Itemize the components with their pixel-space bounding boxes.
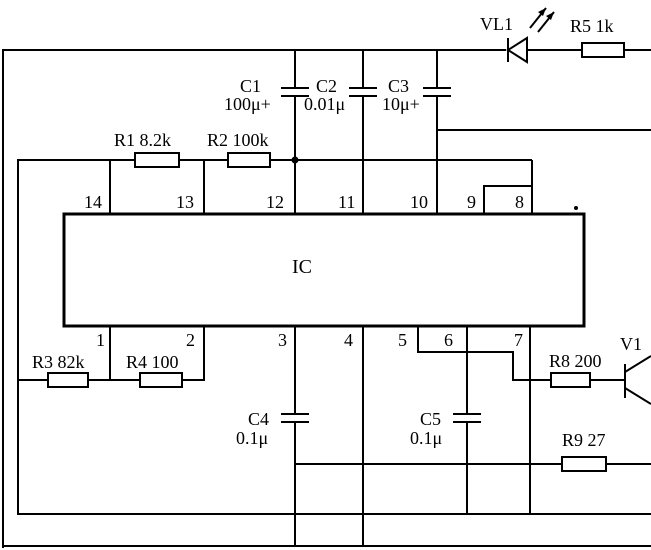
resistor-r8: R8 200 bbox=[549, 351, 602, 388]
pin-13: 13 bbox=[176, 192, 194, 212]
capacitor-c1-value: 100μ+ bbox=[224, 94, 271, 114]
pin-10: 10 bbox=[410, 192, 428, 212]
ic-chip: IC bbox=[62, 212, 586, 328]
resistor-r4-label: R4 100 bbox=[126, 352, 179, 372]
transistor-v1-label: V1 bbox=[620, 334, 642, 354]
ic-label: IC bbox=[292, 256, 312, 278]
pin-4: 4 bbox=[344, 330, 353, 350]
capacitor-c2-name: C2 bbox=[316, 76, 337, 96]
resistor-r9: R9 27 bbox=[561, 430, 607, 472]
capacitor-c4-value: 0.1μ bbox=[236, 428, 268, 448]
ic-body bbox=[62, 212, 586, 328]
capacitor-c4: C4 0.1μ bbox=[236, 409, 309, 448]
resistor-r3: R3 82k bbox=[32, 352, 89, 388]
transistor-v1: V1 bbox=[620, 334, 651, 405]
capacitor-c5-value: 0.1μ bbox=[410, 428, 442, 448]
capacitor-c4-name: C4 bbox=[248, 409, 269, 429]
resistor-r2-label: R2 100k bbox=[207, 130, 269, 150]
pin-7: 7 bbox=[514, 330, 523, 350]
pin-8: 8 bbox=[515, 192, 524, 212]
capacitor-c3: C3 10μ+ bbox=[382, 76, 451, 114]
led-vl1: VL1 bbox=[480, 7, 555, 64]
capacitor-c1: C1 100μ+ bbox=[224, 76, 309, 114]
pin-14: 14 bbox=[84, 192, 102, 212]
pin-2: 2 bbox=[186, 330, 195, 350]
resistor-r1: R1 8.2k bbox=[114, 130, 180, 168]
resistor-r8-label: R8 200 bbox=[549, 351, 602, 371]
pin-6: 6 bbox=[444, 330, 453, 350]
capacitor-c3-name: C3 bbox=[388, 76, 409, 96]
capacitor-c1-name: C1 bbox=[240, 76, 261, 96]
wiring bbox=[2, 49, 651, 548]
junction-dots bbox=[291, 156, 578, 210]
resistor-r1-label: R1 8.2k bbox=[114, 130, 171, 150]
pin-11: 11 bbox=[338, 192, 355, 212]
resistor-r5: R5 1k bbox=[570, 16, 625, 58]
pin-3: 3 bbox=[278, 330, 287, 350]
led-vl1-label: VL1 bbox=[480, 14, 513, 34]
pin-9: 9 bbox=[467, 192, 476, 212]
capacitor-c2: C2 0.01μ bbox=[304, 76, 377, 114]
resistor-r9-label: R9 27 bbox=[562, 430, 606, 450]
capacitor-c5: C5 0.1μ bbox=[410, 409, 481, 448]
resistor-r4: R4 100 bbox=[126, 352, 183, 388]
resistor-r3-label: R3 82k bbox=[32, 352, 85, 372]
pin-1: 1 bbox=[96, 330, 105, 350]
capacitor-c5-name: C5 bbox=[420, 409, 441, 429]
capacitor-c3-value: 10μ+ bbox=[382, 94, 420, 114]
pin-5: 5 bbox=[398, 330, 407, 350]
resistor-r2: R2 100k bbox=[207, 130, 271, 168]
capacitor-c2-value: 0.01μ bbox=[304, 94, 345, 114]
pin-12: 12 bbox=[266, 192, 284, 212]
pin-numbers: 14 13 12 11 10 9 8 1 2 3 4 5 6 7 bbox=[84, 192, 524, 350]
resistor-r5-label: R5 1k bbox=[570, 16, 614, 36]
